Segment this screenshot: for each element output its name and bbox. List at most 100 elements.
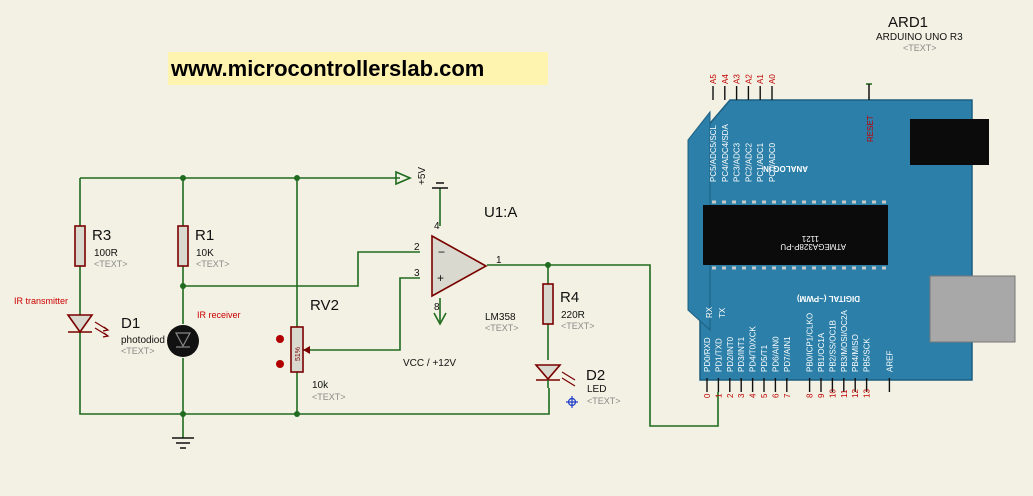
d1-placeholder: <TEXT> [121, 346, 155, 356]
pot-decrease-icon[interactable] [276, 335, 284, 343]
ir-transmitter-note: IR transmitter [14, 296, 68, 306]
d1-value: photodiod [121, 335, 165, 346]
pin-1-label: 1 [496, 255, 502, 266]
digital-pin-label: PD0/RXD [703, 337, 712, 372]
digital-pin-number: 2 [726, 393, 735, 398]
opamp-u1[interactable]: − + 2 3 1 4 8 U1:A LM358 <TEXT> [414, 204, 519, 333]
potentiometer-rv2[interactable]: 51% RV2 10k <TEXT> [276, 297, 346, 402]
resistor-body [542, 283, 554, 325]
tx-label: TX [718, 307, 727, 318]
vcc-label: +5V [417, 167, 428, 185]
pot-increase-icon[interactable] [276, 360, 284, 368]
digital-pin-number: 0 [703, 393, 712, 398]
ir-transmitter-led[interactable]: IR transmitter [14, 296, 110, 338]
r3-placeholder: <TEXT> [94, 259, 128, 269]
u1-value: LM358 [485, 312, 516, 323]
led-triangle-icon [66, 314, 94, 334]
power-arrow-icon [395, 170, 413, 186]
r3-ref: R3 [92, 227, 111, 244]
digital-pin-label: PB3/MOSI/OC2A [840, 310, 849, 372]
atmega-chip [703, 205, 888, 265]
digital-pin-number: 8 [806, 393, 815, 398]
r4-value: 220R [561, 310, 585, 321]
photodiode-body [167, 325, 199, 357]
r1-value: 10K [196, 248, 214, 259]
vcc-terminal[interactable]: +5V [395, 167, 428, 186]
photodiode-d1[interactable]: D1 photodiod <TEXT> IR receiver [121, 310, 241, 357]
digital-pin-0[interactable]: PD0/RXD 0 [703, 337, 712, 398]
digital-pin-6[interactable]: PD6/AIN0 6 [771, 336, 780, 398]
junction-dot [545, 262, 551, 268]
digital-pin-number: 6 [771, 393, 780, 398]
analog-pin-label: PC0/ADC0 [768, 142, 777, 182]
analog-pin-label: PC1/ADC1 [756, 142, 765, 182]
d2-placeholder: <TEXT> [587, 396, 621, 406]
junction-dot [180, 283, 186, 289]
junction-dot [294, 175, 300, 181]
analog-pin-number: A1 [756, 74, 765, 84]
ground-icon [172, 437, 194, 449]
pin-3-label: 3 [414, 268, 420, 279]
r1-placeholder: <TEXT> [196, 259, 230, 269]
junction-dot [180, 175, 186, 181]
digital-pin-label: PB1/OC1A [817, 332, 826, 372]
pin-8-label: 8 [434, 302, 440, 313]
digital-pin-number: 4 [749, 393, 758, 398]
resistor-r4[interactable]: R4 220R <TEXT> [542, 283, 595, 331]
rv2-value: 10k [312, 380, 329, 391]
d1-ref: D1 [121, 315, 140, 332]
r1-ref: R1 [195, 227, 214, 244]
power-bar-icon [432, 182, 448, 189]
opamp-triangle-icon [431, 234, 488, 298]
digital-pin-number: 3 [737, 393, 746, 398]
crosshair-icon [566, 396, 578, 408]
digital-pin-11[interactable]: PB3/MOSI/OC2A 11 [840, 310, 849, 398]
r3-value: 100R [94, 248, 118, 259]
digital-pin-number: 7 [783, 393, 792, 398]
led-d2[interactable]: D2 LED <TEXT> [534, 364, 621, 406]
digital-header: PD0/RXD 0PD1/TXD1PD2/INT02PD3/INT13PD4/T0… [703, 310, 894, 398]
ir-receiver-note: IR receiver [197, 310, 241, 320]
arduino-uno-r3[interactable]: ARD1 ARDUINO UNO R3 <TEXT> 1121 ATMEGA32… [687, 14, 1016, 398]
emission-arrows-icon [561, 371, 576, 387]
noninv-input-sign: + [437, 271, 444, 285]
analog-pin-number: A5 [709, 74, 718, 84]
rv2-wiper: 51% [295, 347, 302, 361]
rv2-placeholder: <TEXT> [312, 392, 346, 402]
reset-pin[interactable]: RESET [866, 83, 875, 142]
junction-dot [294, 411, 300, 417]
pot-body [290, 326, 304, 373]
diode-icon [174, 332, 192, 348]
resistor-r1[interactable]: R1 10K <TEXT> [177, 225, 230, 269]
digital-pin-label: PB2/SS/OC1B [828, 320, 837, 372]
opamp-power-terminal [432, 182, 448, 326]
analog-pin-number: A2 [744, 74, 753, 84]
digital-pin-5[interactable]: PD5/T15 [760, 344, 769, 398]
digital-pin-label: PD6/AIN0 [771, 336, 780, 372]
d2-value: LED [587, 384, 606, 395]
resistor-r3[interactable]: R3 100R <TEXT> [74, 225, 128, 269]
reset-label: RESET [866, 115, 875, 142]
digital-pin-number: 11 [840, 389, 849, 398]
resistor-body [177, 225, 189, 267]
pin-2-label: 2 [414, 242, 420, 253]
digital-pin-14[interactable]: AREF [885, 351, 894, 392]
opamp-supply-label: VCC / +12V [403, 358, 456, 369]
power-jack [929, 275, 1016, 343]
